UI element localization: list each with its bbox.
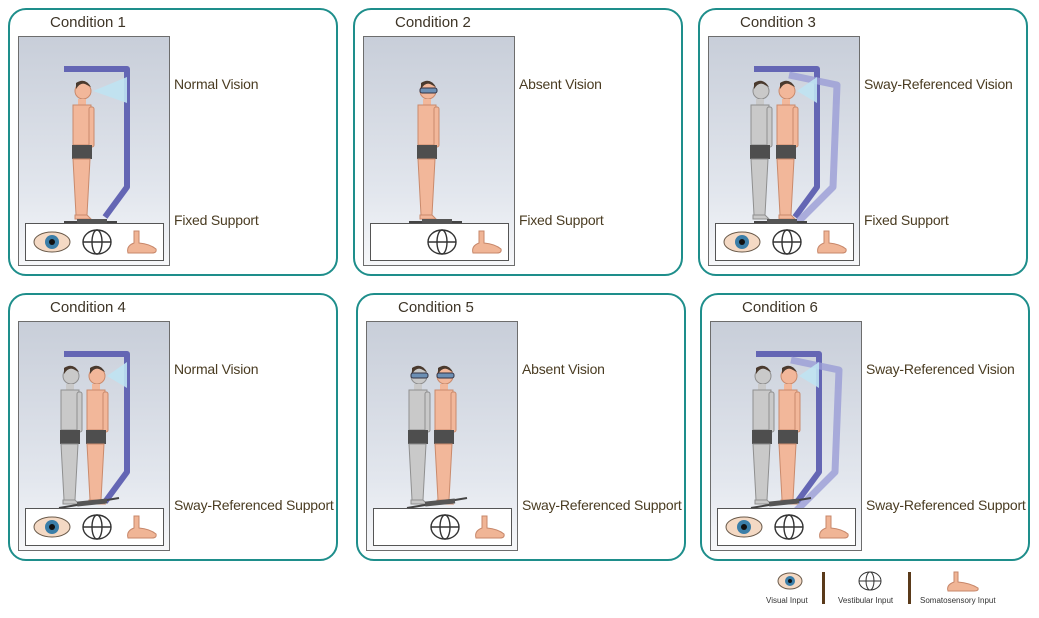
- sight-beam: [797, 77, 817, 103]
- legend-somatosensory-label: Somatosensory Input: [920, 596, 996, 605]
- sensory-inputs-box: [717, 508, 856, 546]
- support-platform: [768, 498, 800, 507]
- swaying-figure: [434, 365, 457, 505]
- foot-icon: [127, 230, 157, 254]
- vestibular-icon: [772, 229, 802, 255]
- legend-foot-icon: [947, 571, 979, 592]
- vestibular-icon: [430, 514, 460, 540]
- legend-divider: [908, 572, 911, 604]
- vestibular-icon: [82, 229, 112, 255]
- foot-icon: [127, 515, 157, 539]
- sight-beam: [107, 362, 127, 388]
- foot-icon: [819, 515, 849, 539]
- eye-icon: [723, 231, 761, 253]
- standing-figure: [417, 80, 440, 220]
- support-label: Sway-Referenced Support: [866, 497, 1026, 513]
- condition-scene: [363, 36, 515, 266]
- swaying-figure: [778, 365, 801, 505]
- legend-vestibular-icon: [858, 571, 882, 591]
- sight-beam: [799, 362, 819, 388]
- legend-divider: [822, 572, 825, 604]
- support-platform: [77, 219, 107, 223]
- foot-icon: [817, 230, 847, 254]
- support-platform: [76, 498, 108, 507]
- vision-label: Sway-Referenced Vision: [864, 76, 1013, 92]
- swaying-figure: [776, 80, 799, 220]
- swaying-figure: [86, 365, 109, 505]
- sensory-inputs-box: [370, 223, 509, 261]
- condition-scene: [366, 321, 518, 551]
- sensory-inputs-box: [373, 508, 512, 546]
- legend-eye-icon: [777, 572, 803, 590]
- condition-scene: [18, 321, 170, 551]
- eye-icon: [725, 516, 763, 538]
- support-platform: [424, 498, 456, 507]
- condition-title: Condition 5: [398, 299, 474, 316]
- vestibular-icon: [82, 514, 112, 540]
- vestibular-icon: [427, 229, 457, 255]
- sight-beam: [93, 77, 127, 103]
- foot-icon: [475, 515, 505, 539]
- foot-icon: [472, 230, 502, 254]
- eye-icon: [33, 516, 71, 538]
- condition-title: Condition 3: [740, 14, 816, 31]
- support-label: Fixed Support: [864, 212, 949, 228]
- support-label: Sway-Referenced Support: [522, 497, 682, 513]
- reference-figure: [408, 365, 431, 505]
- condition-scene: [708, 36, 860, 266]
- condition-title: Condition 1: [50, 14, 126, 31]
- vestibular-icon: [774, 514, 804, 540]
- legend-visual-label: Visual Input: [766, 596, 808, 605]
- visual-surround: [64, 66, 130, 219]
- legend: Visual Input Vestibular Input Somatosens…: [760, 570, 1010, 610]
- support-label: Sway-Referenced Support: [174, 497, 334, 513]
- reference-figure: [60, 365, 83, 505]
- eye-icon: [33, 231, 71, 253]
- sensory-inputs-box: [715, 223, 854, 261]
- condition-title: Condition 2: [395, 14, 471, 31]
- vision-label: Absent Vision: [519, 76, 602, 92]
- reference-figure: [750, 80, 773, 220]
- support-platform: [422, 219, 452, 223]
- condition-title: Condition 6: [742, 299, 818, 316]
- visual-surround: [64, 351, 130, 504]
- reference-figure: [752, 365, 775, 505]
- condition-scene: [710, 321, 862, 551]
- vision-label: Normal Vision: [174, 76, 259, 92]
- support-platform: [767, 219, 797, 223]
- support-label: Fixed Support: [174, 212, 259, 228]
- vision-label: Sway-Referenced Vision: [866, 361, 1015, 377]
- condition-title: Condition 4: [50, 299, 126, 316]
- legend-vestibular-label: Vestibular Input: [838, 596, 894, 605]
- vision-label: Normal Vision: [174, 361, 259, 377]
- sensory-inputs-box: [25, 223, 164, 261]
- vision-label: Absent Vision: [522, 361, 605, 377]
- sensory-inputs-box: [25, 508, 164, 546]
- condition-scene: [18, 36, 170, 266]
- support-label: Fixed Support: [519, 212, 604, 228]
- standing-figure: [72, 80, 95, 220]
